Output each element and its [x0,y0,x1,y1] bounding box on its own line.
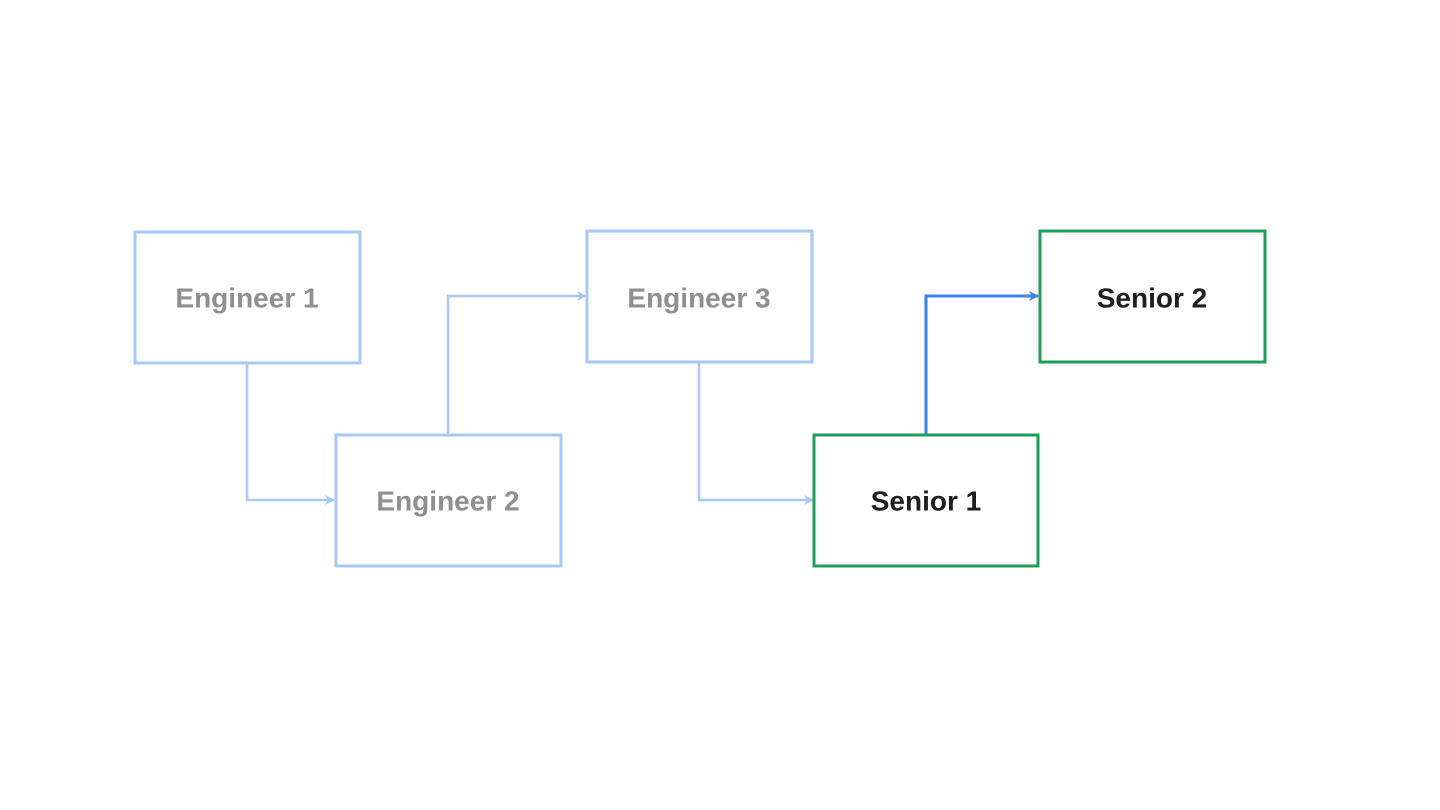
node-label: Engineer 1 [175,283,318,314]
node-label: Senior 1 [871,486,981,517]
node-senior-1: Senior 1 [812,433,1040,568]
node-label: Engineer 2 [376,486,519,517]
node-box [585,229,814,364]
node-box [334,433,563,568]
connector-engineer-1-to-engineer-2 [245,363,335,505]
node-engineer-1: Engineer 1 [133,230,362,365]
node-label: Senior 2 [1097,283,1207,314]
node-engineer-2: Engineer 2 [334,433,563,568]
connector-engineer-2-to-engineer-3 [446,291,587,434]
node-box [812,433,1040,568]
node-box [133,230,362,365]
node-engineer-3: Engineer 3 [585,229,814,364]
node-label: Engineer 3 [627,283,770,314]
connector-senior-1-to-senior-2 [924,291,1039,434]
connector-engineer-3-to-senior-1 [697,363,814,505]
node-box [1038,229,1267,364]
node-senior-2: Senior 2 [1038,229,1267,364]
